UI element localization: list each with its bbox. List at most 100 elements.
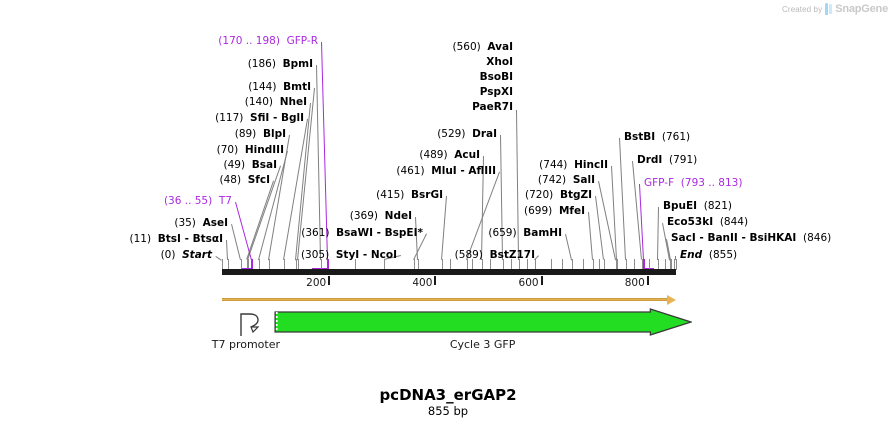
- restriction-enzyme-label[interactable]: (589) BstZ17I: [0, 250, 535, 261]
- restriction-site-tick: [519, 259, 520, 270]
- ruler-tick-label: 200: [306, 277, 327, 289]
- restriction-enzyme-label[interactable]: (305) StyI - NcoI: [0, 250, 397, 261]
- restriction-enzyme-label[interactable]: (117) SfiI - BglI: [0, 113, 304, 124]
- restriction-site-tick: [503, 259, 504, 270]
- enzyme-name: Start: [182, 249, 212, 261]
- restriction-site-tick: [527, 259, 528, 270]
- restriction-site-tick: [649, 259, 650, 270]
- restriction-site-tick: [418, 259, 419, 270]
- sequence-start-label[interactable]: (0) Start: [0, 250, 212, 261]
- enzyme-leader-line: [619, 138, 626, 261]
- primer-site-tick: [327, 259, 329, 270]
- restriction-site-tick: [298, 259, 299, 270]
- restriction-enzyme-label[interactable]: (659) BamHI: [0, 228, 562, 239]
- enzyme-name: BsrGI: [411, 189, 443, 201]
- restriction-enzyme-label[interactable]: (461) MluI - AflIII: [0, 166, 496, 177]
- enzyme-leader-line: [565, 234, 572, 261]
- restriction-enzyme-label[interactable]: (742) SalI: [0, 175, 595, 186]
- site-position: (461): [396, 165, 425, 177]
- enzyme-name: AcuI: [454, 149, 480, 161]
- site-position: (140): [244, 96, 274, 108]
- restriction-enzyme-label[interactable]: PspXI: [0, 87, 513, 98]
- restriction-enzyme-label[interactable]: (89) BlpI: [0, 129, 286, 140]
- primer-label[interactable]: (36 .. 55) T7: [0, 196, 232, 207]
- restriction-enzyme-label[interactable]: (144) BmtI: [0, 82, 311, 93]
- restriction-enzyme-label[interactable]: DrdI (791): [637, 155, 697, 166]
- restriction-enzyme-label[interactable]: (720) BtgZI: [0, 190, 592, 201]
- site-position: (369): [349, 210, 378, 222]
- restriction-enzyme-label[interactable]: (49) BsaI: [0, 160, 278, 171]
- restriction-site-tick: [355, 259, 356, 270]
- primer-site-tick: [643, 259, 645, 270]
- restriction-enzyme-label[interactable]: (529) DraI: [0, 129, 497, 140]
- restriction-site-tick: [228, 259, 229, 270]
- restriction-enzyme-label[interactable]: (560) AvaI: [0, 42, 513, 53]
- enzyme-leader-line: [657, 206, 659, 260]
- restriction-site-tick: [676, 259, 677, 270]
- ruler-tick-label: 600: [518, 277, 539, 289]
- restriction-enzyme-label[interactable]: (744) HincII: [0, 160, 608, 171]
- restriction-site-tick: [490, 259, 491, 270]
- enzyme-name: PaeR7I: [472, 101, 513, 113]
- enzyme-name: XhoI: [486, 56, 513, 68]
- primer-name: T7: [218, 195, 232, 207]
- restriction-site-tick: [674, 259, 675, 270]
- restriction-site-tick: [222, 259, 223, 270]
- enzyme-name: BsoBI: [479, 71, 513, 83]
- restriction-site-tick: [296, 259, 297, 270]
- site-position: (36 .. 55): [163, 195, 213, 207]
- cycle3-gfp-cds-arrow[interactable]: [273, 308, 692, 336]
- site-position: (415): [376, 189, 405, 201]
- restriction-enzyme-label[interactable]: (11) BtsI - BtsαI: [0, 233, 224, 245]
- restriction-enzyme-label[interactable]: (48) SfcI: [0, 175, 270, 186]
- restriction-enzyme-label[interactable]: BpuEI (821): [663, 201, 732, 212]
- restriction-enzyme-label[interactable]: BsoBI: [0, 72, 513, 83]
- restriction-site-tick: [442, 259, 443, 270]
- restriction-enzyme-label[interactable]: XhoI: [0, 57, 513, 68]
- restriction-enzyme-label[interactable]: (186) BpmI: [0, 59, 313, 70]
- primer-name: GFP-F: [644, 177, 675, 189]
- restriction-enzyme-label[interactable]: (35) AseI: [0, 218, 228, 229]
- enzyme-name: SalI: [572, 174, 595, 186]
- restriction-enzyme-label[interactable]: BstBI (761): [624, 132, 690, 143]
- site-position: (844): [719, 216, 749, 228]
- restriction-enzyme-label[interactable]: SacI - BanII - BsiHKAI (846): [671, 233, 831, 244]
- ruler-tick-label: 800: [624, 277, 645, 289]
- restriction-enzyme-label[interactable]: (70) HindIII: [0, 145, 284, 156]
- restriction-enzyme-label[interactable]: (369) NdeI: [0, 211, 412, 222]
- enzyme-name: HincII: [574, 159, 608, 171]
- restriction-enzyme-label[interactable]: (489) AcuI: [0, 150, 480, 161]
- ruler-tick: [434, 276, 437, 285]
- sequence-end-label[interactable]: End (855): [680, 250, 737, 261]
- t7-promoter-glyph[interactable]: [237, 308, 263, 338]
- primer-name: GFP-R: [286, 35, 318, 47]
- restriction-enzyme-label[interactable]: Eco53kI (844): [667, 217, 748, 228]
- restriction-site-tick: [642, 259, 643, 270]
- sequence-backbone: [222, 269, 676, 275]
- restriction-site-tick: [617, 259, 618, 270]
- restriction-site-tick: [248, 259, 249, 270]
- site-position: (742): [537, 174, 567, 186]
- restriction-site-tick: [562, 259, 563, 270]
- restriction-enzyme-label[interactable]: (699) MfeI: [0, 206, 585, 217]
- site-position: (855): [708, 249, 738, 261]
- restriction-enzyme-label[interactable]: (140) NheI: [0, 97, 307, 108]
- primer-label[interactable]: (170 .. 198) GFP-R: [0, 36, 318, 47]
- restriction-site-tick: [583, 259, 584, 270]
- restriction-site-tick: [551, 259, 552, 270]
- restriction-enzyme-label[interactable]: PaeR7I: [0, 102, 513, 113]
- site-position: (699): [524, 205, 553, 217]
- site-position: (186): [247, 58, 276, 70]
- ruler-tick-label: 400: [412, 277, 433, 289]
- enzyme-name: BtsI - BtsαI: [157, 233, 223, 245]
- enzyme-name: BsaWI - BspEI*: [336, 227, 423, 239]
- restriction-enzyme-label[interactable]: (415) BsrGI: [0, 190, 443, 201]
- promoter-caption: T7 promoter: [211, 338, 281, 351]
- restriction-site-tick: [467, 259, 468, 270]
- primer-label[interactable]: GFP-F (793 .. 813): [644, 178, 742, 189]
- enzyme-name: End: [680, 249, 703, 261]
- snapgene-credit: Created by SnapGene: [782, 3, 888, 15]
- restriction-enzyme-label[interactable]: (361) BsaWI - BspEI*: [0, 228, 423, 239]
- snapgene-brand-label: SnapGene: [835, 3, 888, 15]
